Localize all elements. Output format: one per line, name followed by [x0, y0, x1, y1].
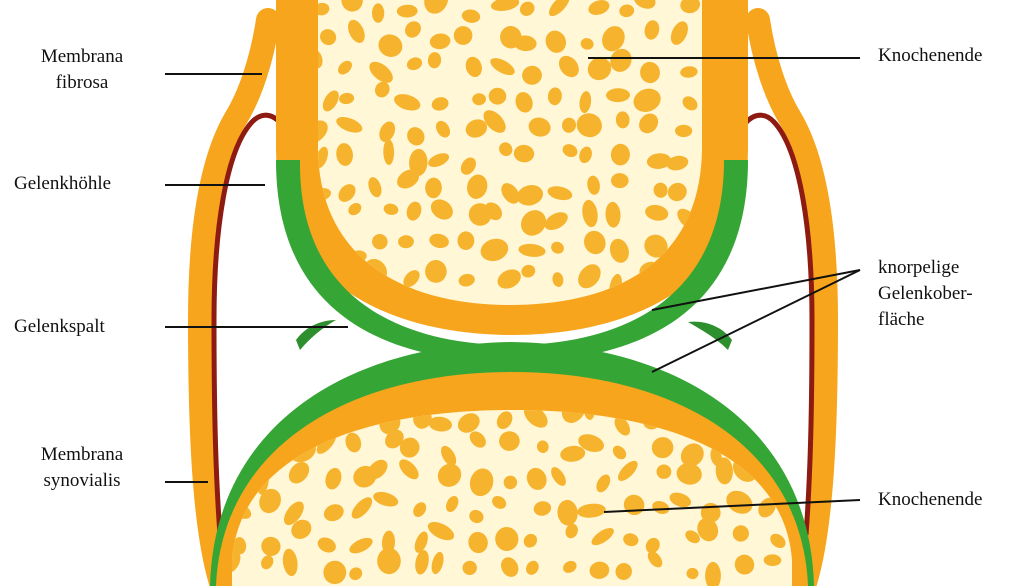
label-gelenkhoehle: Gelenkhöhle: [14, 171, 111, 197]
label-knorpelige-line1: knorpelige: [878, 255, 973, 281]
cartilage-flap-left: [296, 320, 336, 350]
label-knochenende-top: Knochenende: [878, 43, 982, 69]
trabecula-cell: [377, 548, 401, 574]
label-membrana-fibrosa-line2: fibrosa: [12, 70, 152, 96]
label-membrana-synovialis-line2: synovialis: [12, 468, 152, 494]
label-membrana-fibrosa-line1: Membrana: [12, 44, 152, 70]
label-knorpelige-line3: fläche: [878, 307, 973, 333]
label-knorpelige-gelenkoberflaeche: knorpelige Gelenkober- fläche: [878, 255, 973, 333]
lower-bone: [210, 342, 814, 586]
label-membrana-synovialis: Membrana synovialis: [12, 442, 152, 494]
trabecula-cell: [372, 3, 384, 22]
trabecula-cell: [675, 125, 692, 137]
label-knochenende-bottom: Knochenende: [878, 487, 982, 513]
upper-bone: [276, 0, 748, 335]
label-gelenkspalt: Gelenkspalt: [14, 314, 105, 340]
label-membrana-synovialis-line1: Membrana: [12, 442, 152, 468]
label-membrana-fibrosa: Membrana fibrosa: [12, 44, 152, 96]
label-knorpelige-line2: Gelenkober-: [878, 281, 973, 307]
